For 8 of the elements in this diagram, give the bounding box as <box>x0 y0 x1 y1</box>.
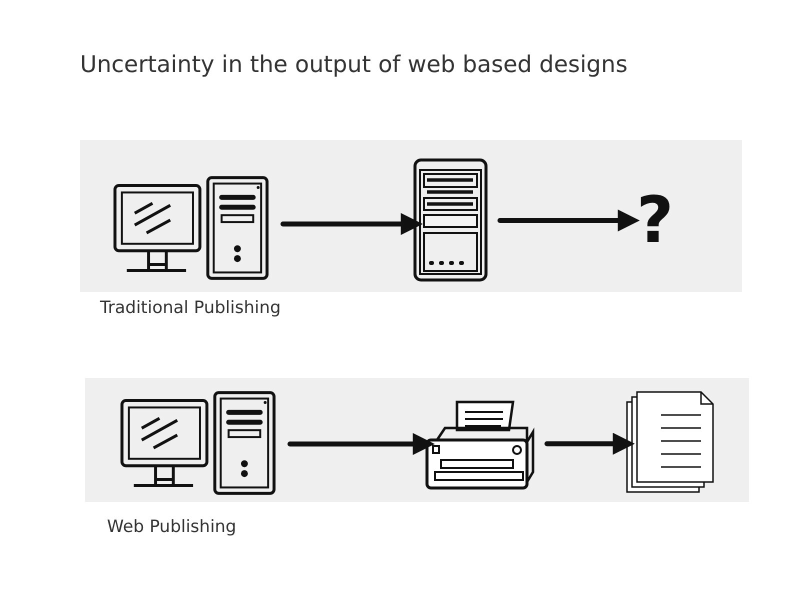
arrow <box>288 433 435 455</box>
panel-caption: Traditional Publishing <box>100 298 281 318</box>
arrow <box>498 210 640 232</box>
arrow <box>280 213 423 235</box>
diagram-title: Uncertainty in the output of web based designs <box>80 52 628 78</box>
arrow <box>544 432 635 455</box>
question-mark: ? <box>636 189 674 253</box>
panel-caption: Web Publishing <box>107 517 236 537</box>
